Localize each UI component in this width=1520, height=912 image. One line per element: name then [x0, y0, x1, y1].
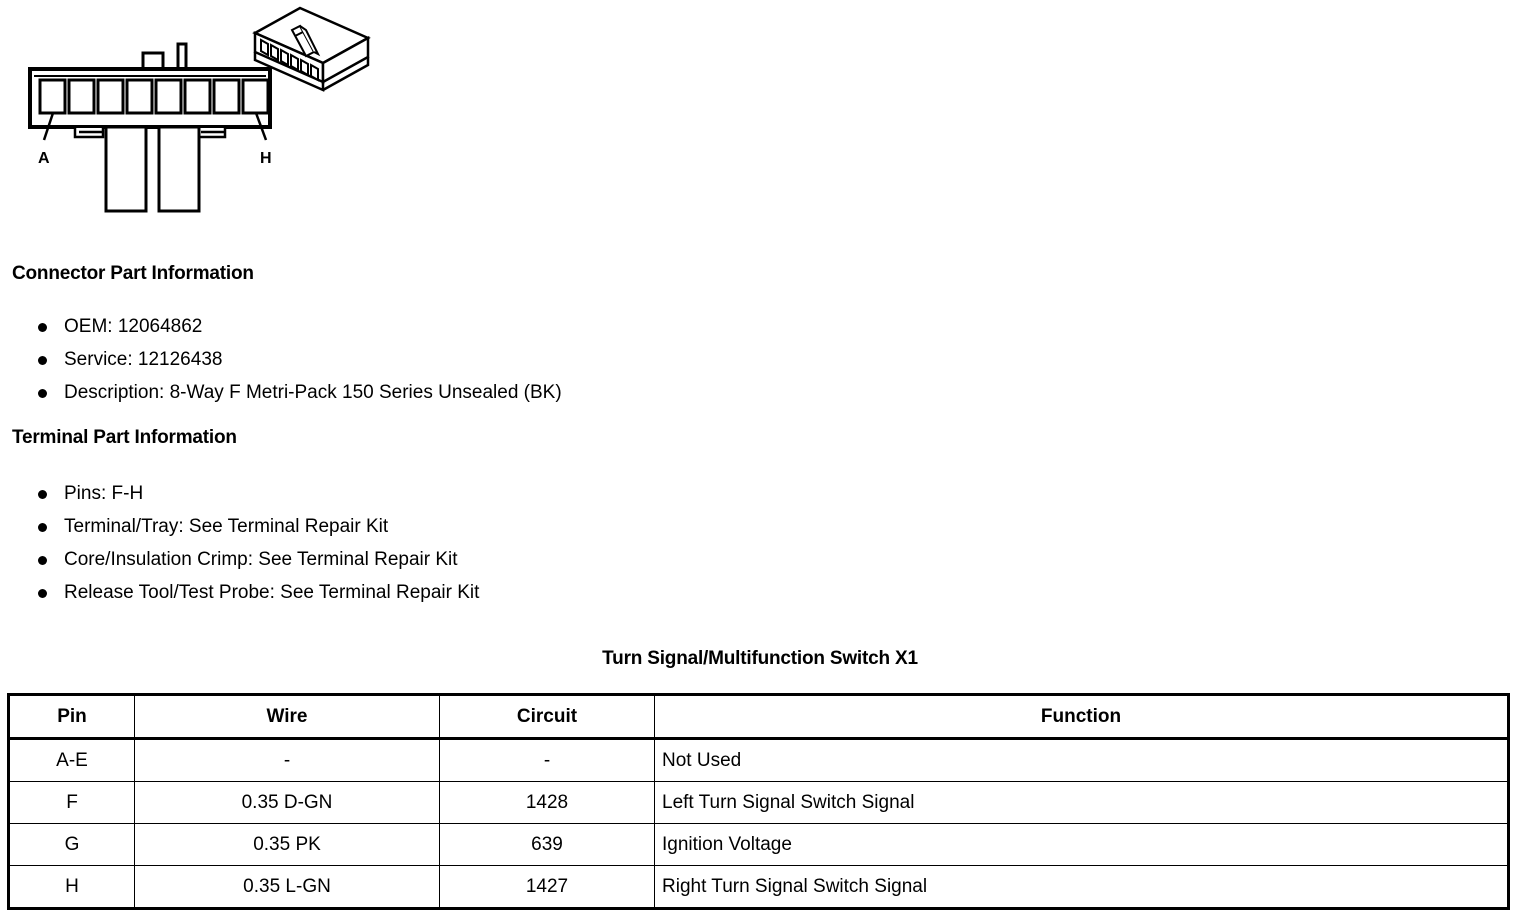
list-item: Service: 12126438 [12, 343, 562, 376]
table-row: H 0.35 L-GN 1427 Right Turn Signal Switc… [7, 865, 1510, 910]
bullet-icon [38, 389, 47, 398]
table-row: F 0.35 D-GN 1428 Left Turn Signal Switch… [7, 781, 1510, 824]
table-row: G 0.35 PK 639 Ignition Voltage [7, 823, 1510, 866]
table-row: A-E - - Not Used [7, 738, 1510, 782]
bullet-icon [38, 523, 47, 532]
list-item: OEM: 12064862 [12, 310, 562, 343]
list-item: Pins: F-H [12, 477, 479, 510]
pin-table-body: A-E - - Not Used F 0.35 D-GN 1428 Left T… [7, 738, 1510, 910]
list-item-label: OEM: 12064862 [64, 316, 203, 337]
bullet-icon [38, 556, 47, 565]
list-item-label: Pins: F-H [64, 483, 144, 504]
connector-part-information-heading: Connector Part Information [12, 263, 254, 284]
cell-wire: 0.35 PK [134, 823, 440, 866]
isometric-cavities [260, 38, 319, 82]
cell-function: Right Turn Signal Switch Signal [654, 865, 1510, 910]
bullet-icon [38, 490, 47, 499]
cell-wire: - [134, 738, 440, 782]
cell-pin: H [7, 865, 135, 910]
pin-table-container: Pin Wire Circuit Function A-E - - Not Us… [7, 693, 1510, 910]
table-header-row: Pin Wire Circuit Function [7, 693, 1510, 740]
list-item-label: Service: 12126438 [64, 349, 223, 370]
list-item: Release Tool/Test Probe: See Terminal Re… [12, 576, 479, 609]
list-item: Core/Insulation Crimp: See Terminal Repa… [12, 543, 479, 576]
connector-part-information-list: OEM: 12064862 Service: 12126438 Descript… [12, 310, 562, 409]
connector-bottom-tabs [104, 125, 201, 213]
bullet-icon [38, 589, 47, 598]
column-header-wire: Wire [134, 693, 440, 740]
terminal-cavities [38, 78, 270, 115]
column-header-function: Function [654, 693, 1510, 740]
cell-pin: F [7, 781, 135, 824]
connector-illustration: A H [0, 0, 420, 240]
column-header-pin: Pin [7, 693, 135, 740]
bullet-icon [38, 356, 47, 365]
terminal-part-information-heading: Terminal Part Information [12, 427, 237, 448]
terminal-part-information-list: Pins: F-H Terminal/Tray: See Terminal Re… [12, 477, 479, 609]
pin-table: Pin Wire Circuit Function A-E - - Not Us… [7, 693, 1510, 910]
list-item: Description: 8-Way F Metri-Pack 150 Seri… [12, 376, 562, 409]
list-item-label: Terminal/Tray: See Terminal Repair Kit [64, 516, 389, 537]
bullet-icon [38, 323, 47, 332]
cavity-label-h: H [260, 150, 272, 167]
cell-function: Not Used [654, 738, 1510, 782]
list-item-label: Release Tool/Test Probe: See Terminal Re… [64, 582, 480, 603]
connector-drawing: A H [28, 6, 371, 213]
list-item-label: Core/Insulation Crimp: See Terminal Repa… [64, 549, 458, 570]
cell-circuit: - [439, 738, 655, 782]
connector-side-latches [73, 128, 227, 139]
cell-pin: A-E [7, 738, 135, 782]
cell-circuit: 1428 [439, 781, 655, 824]
list-item: Terminal/Tray: See Terminal Repair Kit [12, 510, 479, 543]
isometric-latch [290, 24, 321, 58]
cell-wire: 0.35 L-GN [134, 865, 440, 910]
cell-function: Left Turn Signal Switch Signal [654, 781, 1510, 824]
cell-function: Ignition Voltage [654, 823, 1510, 866]
pin-table-title: Turn Signal/Multifunction Switch X1 [602, 648, 918, 669]
cavity-label-a: A [38, 150, 50, 167]
cell-wire: 0.35 D-GN [134, 781, 440, 824]
list-item-label: Description: 8-Way F Metri-Pack 150 Seri… [64, 382, 562, 403]
pin-leader-lines [42, 112, 268, 141]
cell-pin: G [7, 823, 135, 866]
cell-circuit: 1427 [439, 865, 655, 910]
column-header-circuit: Circuit [439, 693, 655, 740]
cell-circuit: 639 [439, 823, 655, 866]
